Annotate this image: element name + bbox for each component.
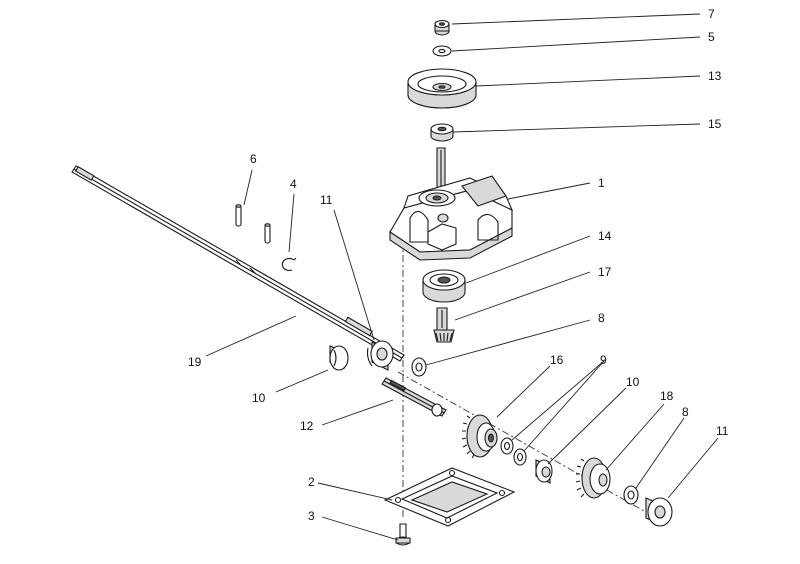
part-16-gear xyxy=(462,415,497,458)
part-1-gear-housing xyxy=(390,148,512,260)
callout-8-lower: 8 xyxy=(682,405,689,419)
callout-11-left: 11 xyxy=(320,193,333,207)
part-3-bolt xyxy=(396,524,410,545)
callout-11-right: 11 xyxy=(716,424,729,438)
part-13-pulley xyxy=(408,69,476,108)
part-15-spacer xyxy=(431,124,453,141)
callout-6: 6 xyxy=(250,152,257,166)
callout-5: 5 xyxy=(708,30,715,44)
callout-4: 4 xyxy=(290,177,297,191)
callout-16: 16 xyxy=(550,353,564,367)
part-7-nut xyxy=(435,21,449,36)
part-19-axle-shaft xyxy=(72,166,404,361)
part-4-retaining-clip xyxy=(282,258,296,270)
part-10-bushing-left xyxy=(330,346,348,370)
callout-18: 18 xyxy=(660,389,674,403)
part-6-roll-pins xyxy=(236,205,270,243)
callout-13: 13 xyxy=(708,69,722,83)
part-9-washers xyxy=(501,438,526,465)
part-11-bushing-right xyxy=(646,498,672,526)
part-14-bearing xyxy=(423,270,465,302)
part-8-washer-lower xyxy=(624,486,638,504)
part-8-washer-upper xyxy=(412,358,426,376)
callout-10-right: 10 xyxy=(626,375,640,389)
part-2-cover-plate xyxy=(385,468,514,526)
leader-lines xyxy=(205,13,719,541)
callout-8-upper: 8 xyxy=(598,311,605,325)
callout-3: 3 xyxy=(308,509,315,523)
callout-14: 14 xyxy=(598,229,612,243)
callout-9: 9 xyxy=(600,353,607,367)
callout-19: 19 xyxy=(188,355,202,369)
callout-15: 15 xyxy=(708,117,722,131)
part-18-gear xyxy=(576,458,610,498)
callout-7: 7 xyxy=(708,7,715,21)
callout-2: 2 xyxy=(308,475,315,489)
part-11-bushing-left xyxy=(368,341,394,370)
part-12-drive-shaft xyxy=(382,378,446,416)
callout-17: 17 xyxy=(598,265,612,279)
part-5-washer xyxy=(433,46,451,56)
callout-1: 1 xyxy=(598,176,605,190)
callout-12: 12 xyxy=(300,419,314,433)
part-10-bushing-right xyxy=(536,460,552,483)
part-17-pinion xyxy=(434,308,454,342)
callout-10-left: 10 xyxy=(252,391,266,405)
